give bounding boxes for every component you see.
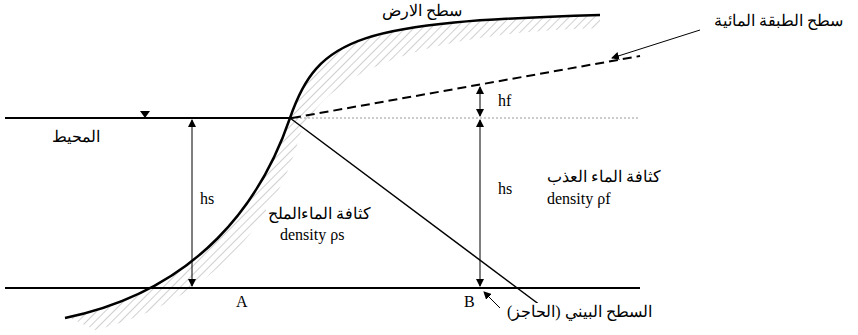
interface-label: السطح البيني (الحاجز)	[505, 303, 654, 321]
dimension-arrow	[192, 120, 193, 286]
density-label: density ρs	[278, 226, 346, 244]
water-table-label: سطح الطبقة المائية	[712, 12, 845, 30]
leader-line	[484, 292, 500, 308]
ground-surface	[65, 15, 600, 318]
point-label: A	[234, 293, 250, 311]
water-table	[292, 56, 640, 118]
density-label: كثافة الماء العذب	[545, 168, 663, 186]
density-label: كثافة الماءالملح	[266, 205, 373, 223]
water-level-symbol	[140, 111, 150, 118]
dimension-arrow	[480, 87, 481, 116]
ocean-surface	[5, 117, 292, 119]
datum-line	[292, 118, 640, 119]
density-label: density ρf	[545, 190, 613, 208]
point-label: B	[462, 293, 477, 311]
surface-label: سطح الارض	[380, 2, 464, 20]
leader-line	[612, 30, 700, 58]
dimension-arrow	[480, 120, 481, 286]
base-line	[5, 287, 640, 289]
ground-hatch	[70, 15, 600, 330]
ocean-label: المحيط	[50, 128, 102, 146]
dimension-label: hs	[496, 180, 514, 198]
dimension-label: hf	[496, 92, 513, 110]
dimension-label: hs	[198, 190, 216, 208]
